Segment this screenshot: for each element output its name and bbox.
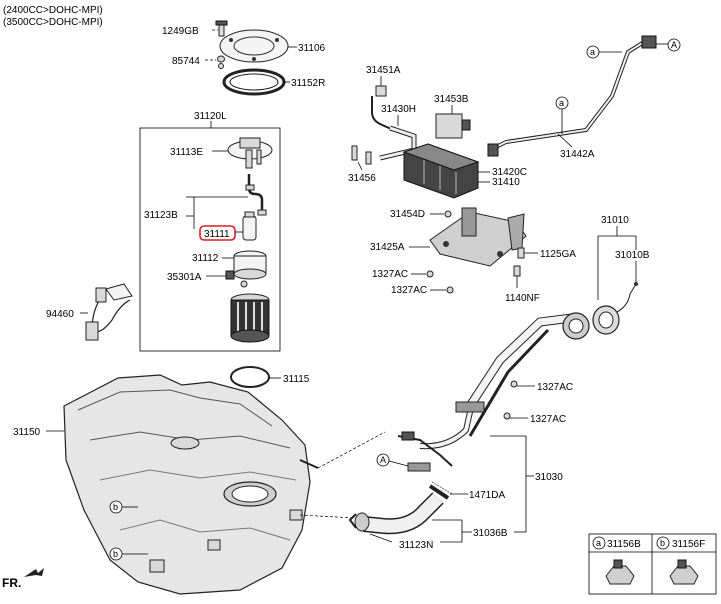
label-31106: 31106 xyxy=(298,43,326,54)
legend-letter-b: b xyxy=(660,538,665,548)
screw-1249gb xyxy=(215,20,228,37)
label-1327ac-a: 1327AC xyxy=(372,269,408,280)
svg-text:b: b xyxy=(113,502,118,512)
seal-31115 xyxy=(230,366,270,388)
bolt-1140nf xyxy=(513,265,521,277)
engine-spec-line-2: (3500CC>DOHC-MPI) xyxy=(3,17,103,28)
label-31453b: 31453B xyxy=(434,94,469,105)
label-31010: 31010 xyxy=(601,215,629,226)
label-31430h: 31430H xyxy=(381,104,416,115)
clamp-1471da xyxy=(428,481,453,500)
svg-text:a: a xyxy=(590,47,595,57)
highlight-box-31111[interactable] xyxy=(199,225,236,241)
pump-cover-31106 xyxy=(219,29,289,63)
pump-31112 xyxy=(233,250,267,280)
bracket-31425a xyxy=(429,207,527,267)
label-1140nf: 1140NF xyxy=(505,293,540,304)
svg-text:a: a xyxy=(559,98,564,108)
pump-assembly-box xyxy=(139,127,281,352)
ring-31152r xyxy=(222,68,286,96)
label-31150: 31150 xyxy=(13,427,41,438)
label-1327ac-d: 1327AC xyxy=(530,414,566,425)
hose-31123b xyxy=(245,174,267,216)
pump-reservoir xyxy=(230,293,270,343)
marker-capital-a-filler: A xyxy=(376,453,409,467)
label-1249gb: 1249GB xyxy=(162,26,199,37)
direction-label: FR. xyxy=(2,576,21,590)
legend-code-31156f: 31156F xyxy=(672,539,705,550)
label-31113e: 31113E xyxy=(170,147,203,158)
hose-31451a xyxy=(371,85,399,133)
grommet-85744 xyxy=(217,55,225,69)
marker-b-upper: b xyxy=(109,500,138,514)
label-31123n: 31123N xyxy=(399,540,433,551)
label-31111[interactable]: 31111 xyxy=(204,229,230,240)
label-31120l: 31120L xyxy=(194,111,227,122)
bolt-1125ga xyxy=(517,247,525,259)
fuel-cap-31010 xyxy=(592,282,638,335)
vapor-line-31442a xyxy=(487,35,657,157)
front-arrow-icon xyxy=(24,568,44,577)
label-31425a: 31425A xyxy=(370,242,405,253)
label-31112: 31112 xyxy=(192,253,219,264)
label-1327ac-c: 1327AC xyxy=(537,382,573,393)
marker-a-top: a xyxy=(586,45,622,59)
legend-code-31156b: 31156B xyxy=(607,539,641,550)
svg-text:A: A xyxy=(380,455,386,465)
valve-31453b xyxy=(435,113,471,139)
label-31115: 31115 xyxy=(283,374,310,385)
filler-neck-31030 xyxy=(397,312,590,472)
label-31030: 31030 xyxy=(535,472,563,483)
label-31152r: 31152R xyxy=(291,78,325,89)
label-31456: 31456 xyxy=(348,173,376,184)
label-31010b: 31010B xyxy=(615,250,650,261)
label-1327ac-b: 1327AC xyxy=(391,285,427,296)
legend-table xyxy=(588,533,717,595)
label-31420c: 31420C xyxy=(492,167,527,178)
marker-b-lower: b xyxy=(109,547,148,561)
label-31036b: 31036B xyxy=(473,528,508,539)
marker-capital-a-top: A xyxy=(656,38,681,52)
label-1125ga: 1125GA xyxy=(540,249,576,260)
fuel-tank-31150 xyxy=(63,374,319,595)
pipe-31430h xyxy=(379,125,417,161)
label-35301a: 35301A xyxy=(167,272,202,283)
harness-94460 xyxy=(85,283,133,341)
canister-31420c xyxy=(402,143,480,199)
label-31454d: 31454D xyxy=(390,209,425,220)
label-85744: 85744 xyxy=(172,56,200,67)
label-31410: 31410 xyxy=(492,177,520,188)
flange-31113e xyxy=(227,137,273,169)
label-94460: 94460 xyxy=(46,309,74,320)
marker-a-mid: a xyxy=(555,96,569,134)
sender-35301a xyxy=(225,270,248,288)
legend-letter-a: a xyxy=(596,538,601,548)
label-1471da: 1471DA xyxy=(469,490,505,501)
hose-31036b xyxy=(348,492,444,535)
label-31442a: 31442A xyxy=(560,149,595,160)
svg-text:b: b xyxy=(113,549,118,559)
legend-item-b: b 31156F xyxy=(656,536,705,585)
engine-spec-line-1: (2400CC>DOHC-MPI) xyxy=(3,5,103,16)
filter-31111 xyxy=(242,211,257,241)
legend-item-a: a 31156B xyxy=(592,536,641,585)
bolt-31456 xyxy=(351,145,372,165)
label-31451a: 31451A xyxy=(366,65,401,76)
svg-text:A: A xyxy=(671,40,677,50)
label-31123b: 31123B xyxy=(144,210,178,221)
